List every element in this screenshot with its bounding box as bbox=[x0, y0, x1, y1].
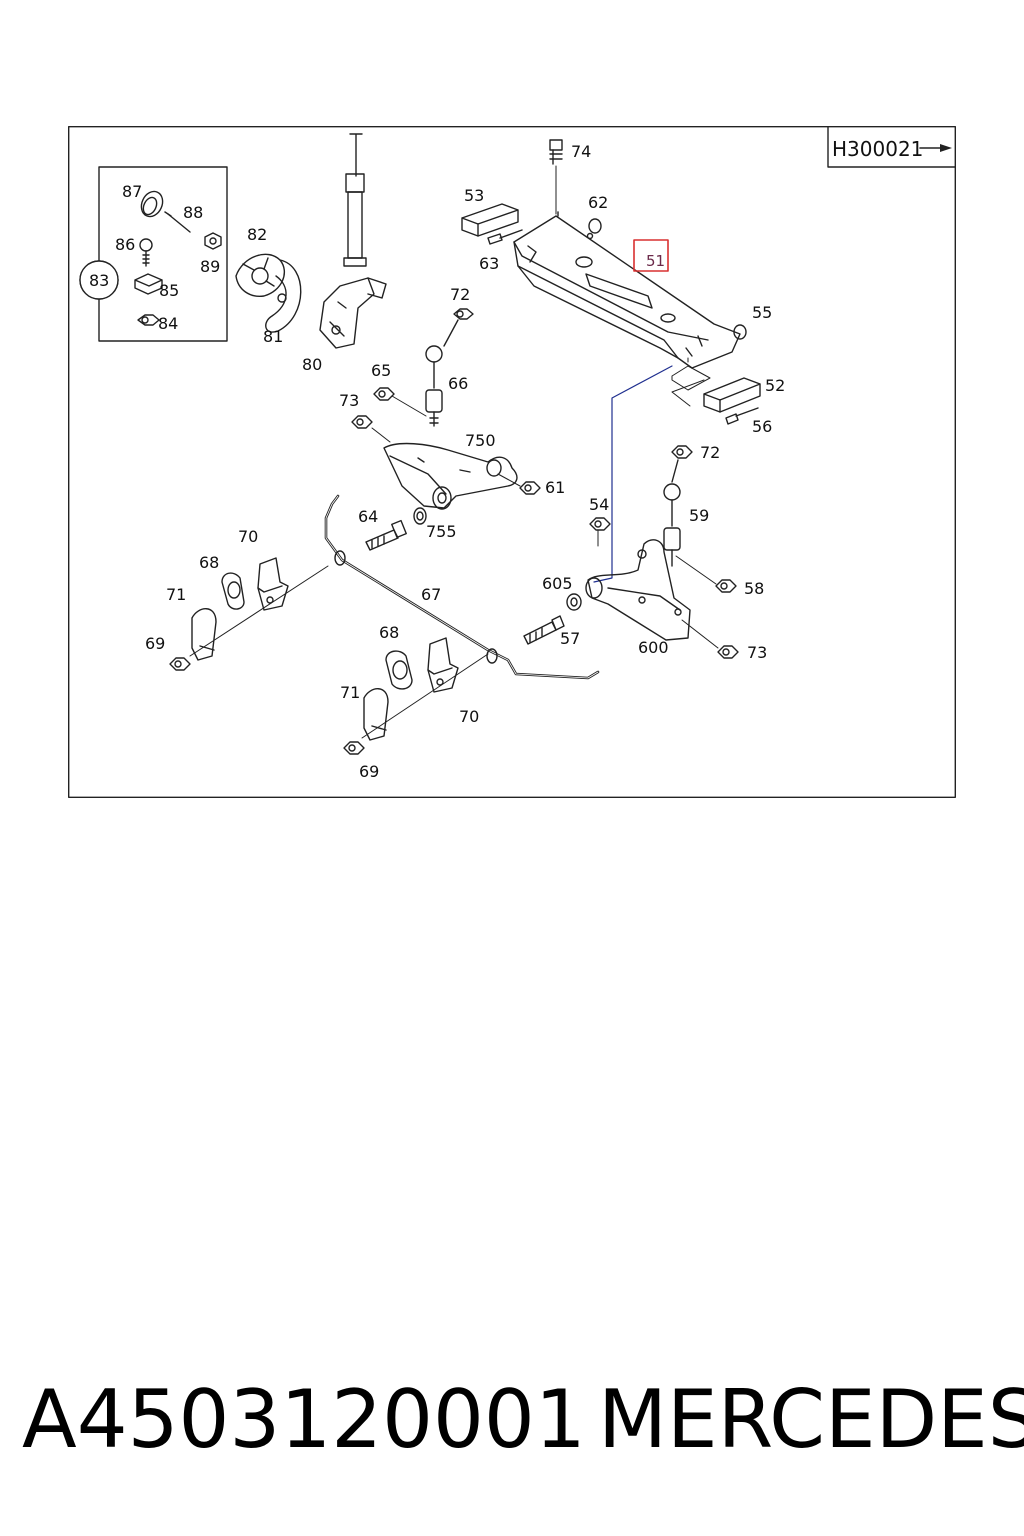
clip-nut-icon bbox=[134, 273, 163, 295]
label-52: 52 bbox=[765, 376, 785, 395]
label-69: 69 bbox=[359, 762, 379, 781]
label-61: 61 bbox=[545, 478, 565, 497]
label-755: 755 bbox=[426, 522, 457, 541]
label-73: 73 bbox=[747, 643, 767, 662]
diagram-border bbox=[68, 126, 956, 798]
label-68: 68 bbox=[199, 553, 219, 572]
control-arm-750 bbox=[351, 415, 541, 510]
label-65: 65 bbox=[371, 361, 391, 380]
label-70: 70 bbox=[459, 707, 479, 726]
reference-code: H300021 bbox=[832, 137, 923, 161]
label-600: 600 bbox=[638, 638, 669, 657]
bracket-group-right bbox=[343, 637, 489, 755]
label-68: 68 bbox=[379, 623, 399, 642]
label-605: 605 bbox=[542, 574, 573, 593]
rubber-block-53 bbox=[461, 203, 523, 245]
label-84: 84 bbox=[158, 314, 178, 333]
bushing-icon bbox=[566, 593, 582, 611]
label-66: 66 bbox=[448, 374, 468, 393]
bolt-74 bbox=[549, 139, 563, 215]
inset-box bbox=[79, 166, 228, 342]
label-54: 54 bbox=[589, 495, 609, 514]
label-82: 82 bbox=[247, 225, 267, 244]
nut-icon bbox=[137, 314, 160, 326]
label-70: 70 bbox=[238, 527, 258, 546]
label-67: 67 bbox=[421, 585, 441, 604]
label-63: 63 bbox=[479, 254, 499, 273]
label-59: 59 bbox=[689, 506, 709, 525]
label-71: 71 bbox=[340, 683, 360, 702]
label-53: 53 bbox=[464, 186, 484, 205]
bolt-64 bbox=[365, 507, 427, 551]
stabilizer-link-right bbox=[663, 445, 737, 593]
rubber-block-52 bbox=[671, 377, 761, 425]
label-58: 58 bbox=[744, 579, 764, 598]
shock-absorber bbox=[319, 133, 387, 349]
reference-box: H300021 bbox=[827, 126, 956, 168]
label-55: 55 bbox=[752, 303, 772, 322]
label-69: 69 bbox=[145, 634, 165, 653]
label-51: 51 bbox=[646, 252, 665, 270]
label-87: 87 bbox=[122, 182, 142, 201]
part-labels: 87 88 86 89 83 85 84 82 81 80 74 53 62 6… bbox=[79, 142, 785, 781]
part-caption: A4503120001 MERCEDES bbox=[0, 1370, 1024, 1470]
label-86: 86 bbox=[115, 235, 135, 254]
screw-icon bbox=[139, 238, 153, 252]
label-83: 83 bbox=[89, 271, 109, 290]
bushing-icon bbox=[413, 507, 427, 525]
label-64: 64 bbox=[358, 507, 378, 526]
label-88: 88 bbox=[183, 203, 203, 222]
label-89: 89 bbox=[200, 257, 220, 276]
brand-name: MERCEDES bbox=[598, 1373, 1024, 1466]
nut-icon bbox=[204, 232, 222, 250]
bracket-group-left bbox=[169, 557, 329, 671]
label-72: 72 bbox=[450, 285, 470, 304]
cap-icon bbox=[140, 190, 164, 218]
label-72: 72 bbox=[700, 443, 720, 462]
stabilizer-link-left bbox=[373, 308, 474, 427]
label-73: 73 bbox=[339, 391, 359, 410]
highlight-box bbox=[633, 239, 669, 272]
part-number: A4503120001 bbox=[22, 1373, 586, 1466]
crossmember bbox=[513, 211, 747, 391]
leader-lines bbox=[593, 365, 673, 583]
stabilizer-bar bbox=[324, 494, 600, 680]
label-750: 750 bbox=[465, 431, 496, 450]
pin-icon bbox=[167, 213, 191, 233]
label-74: 74 bbox=[571, 142, 591, 161]
label-81: 81 bbox=[263, 327, 283, 346]
label-80: 80 bbox=[302, 355, 322, 374]
label-56: 56 bbox=[752, 417, 772, 436]
label-85: 85 bbox=[159, 281, 179, 300]
label-71: 71 bbox=[166, 585, 186, 604]
washer-icon bbox=[588, 218, 602, 234]
parts-diagram: H300021 bbox=[68, 126, 956, 798]
control-arm-600 bbox=[523, 517, 739, 659]
label-57: 57 bbox=[560, 629, 580, 648]
label-62: 62 bbox=[588, 193, 608, 212]
spring-seat bbox=[235, 253, 302, 333]
washer-icon bbox=[733, 324, 747, 340]
